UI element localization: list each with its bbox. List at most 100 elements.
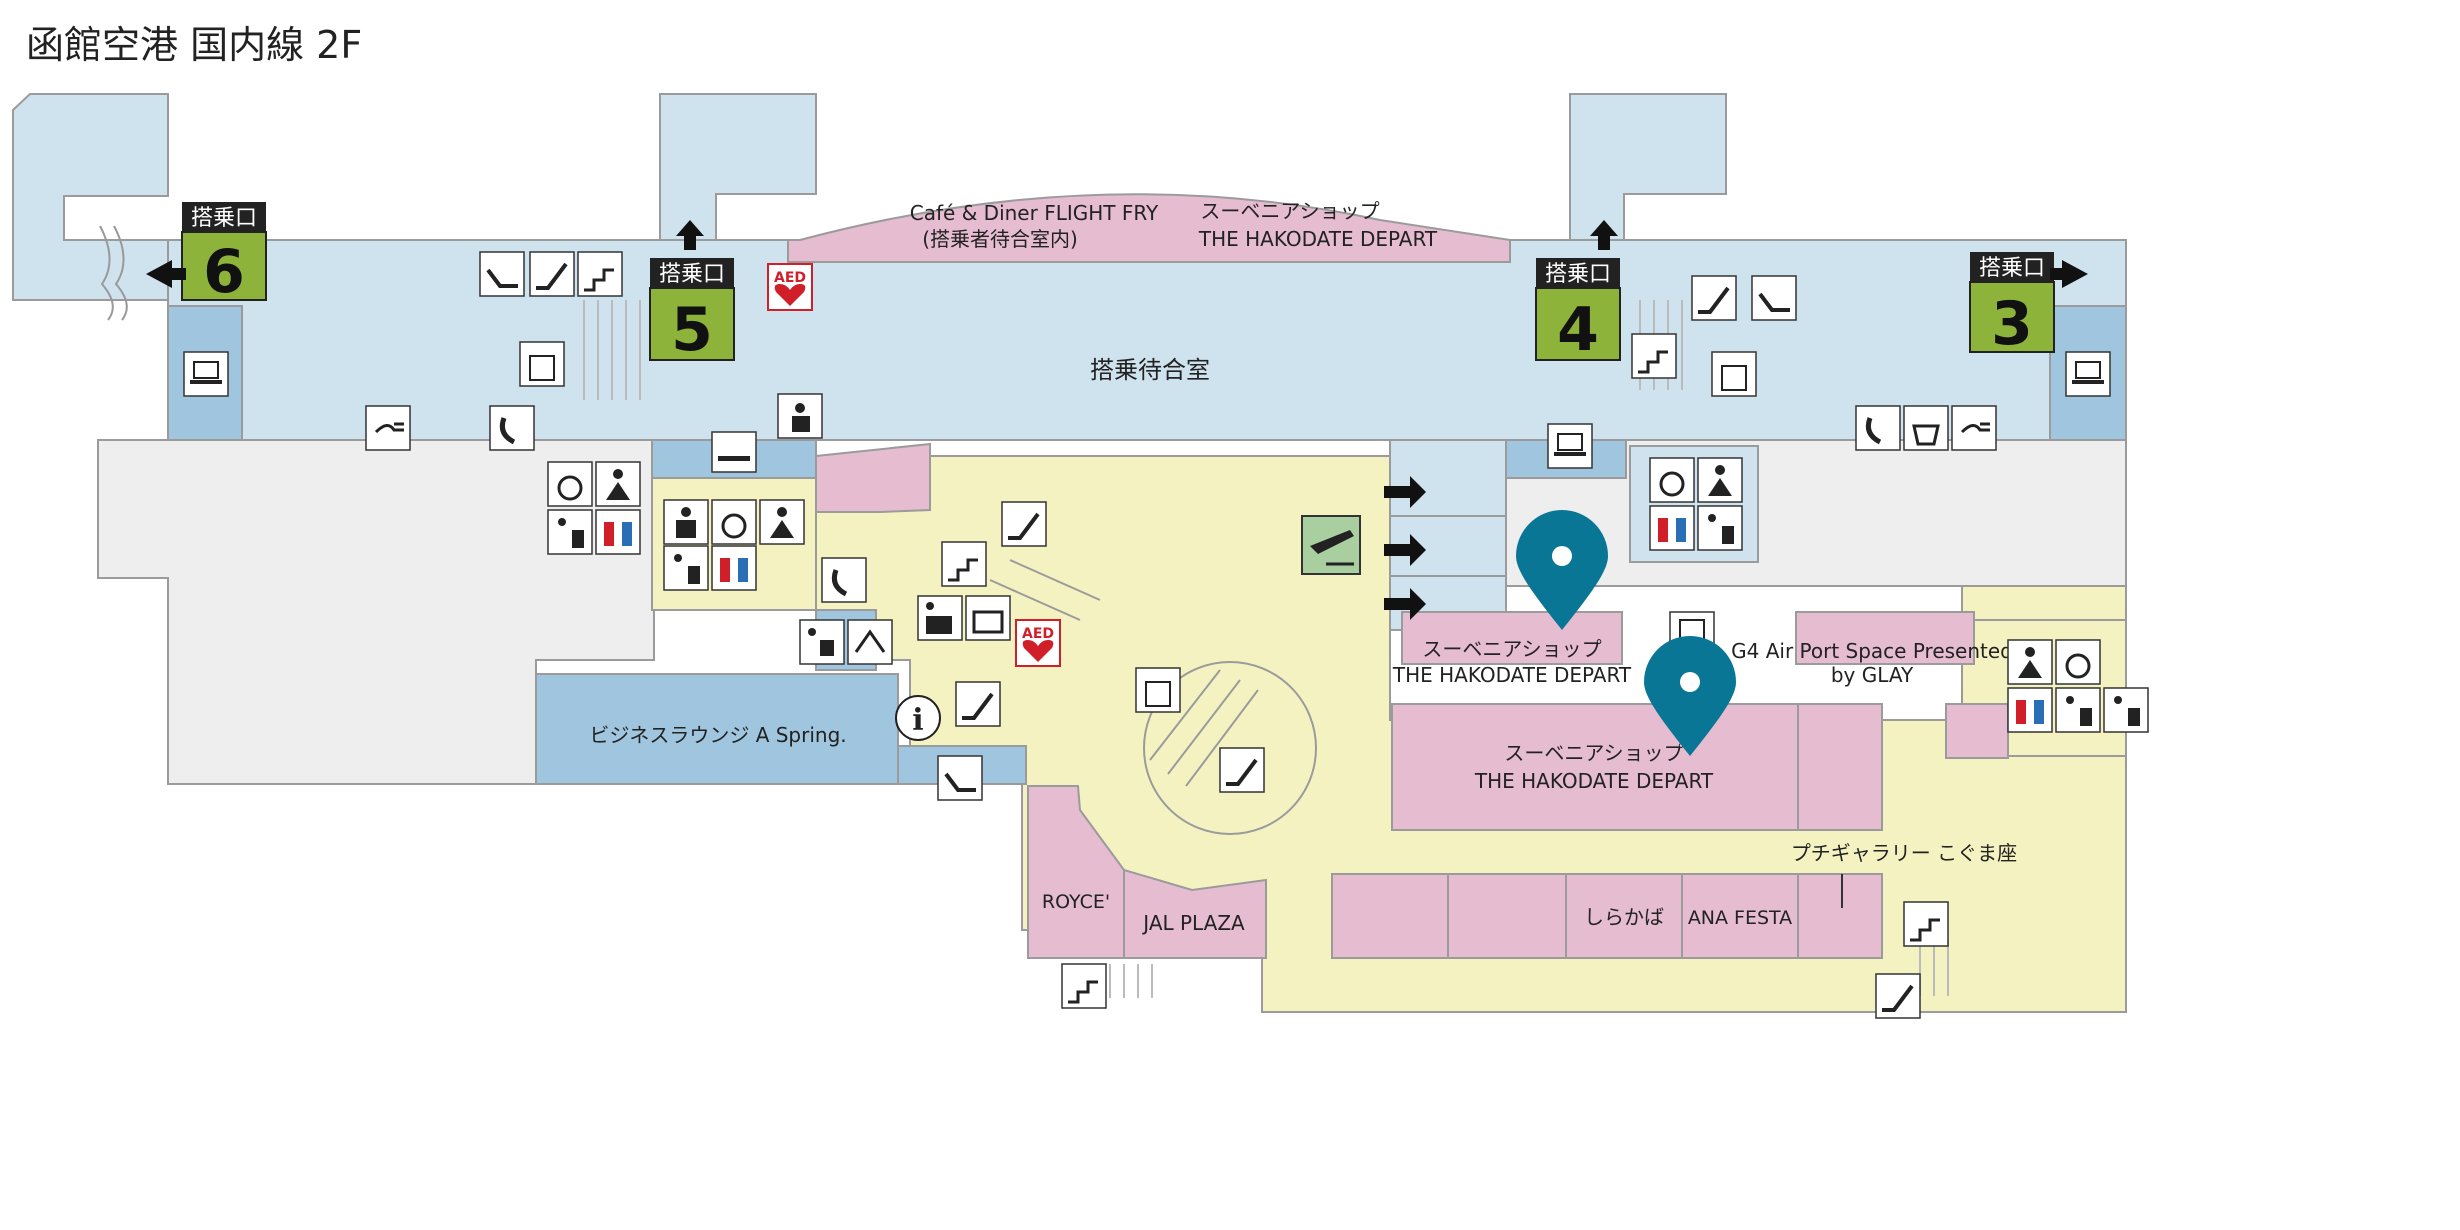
arrow-right-icon xyxy=(1384,534,1426,566)
elevator-icon xyxy=(1711,351,1757,397)
information-icon: i xyxy=(895,695,941,741)
stairs-icon xyxy=(1061,963,1107,1009)
business-lounge-label: ビジネスラウンジ A Spring. xyxy=(589,723,846,747)
water-fountain-icon xyxy=(1903,405,1949,451)
escalator-icon xyxy=(1875,973,1921,1019)
laptop-icon xyxy=(2065,351,2111,397)
cafe-label-sub: (搭乗者待合室内) xyxy=(922,227,1078,251)
baby-care-icon xyxy=(847,619,893,665)
cafe-label: Café & Diner FLIGHT FRY xyxy=(910,201,1159,225)
flight-info-icon xyxy=(1301,515,1361,575)
svg-text:AED: AED xyxy=(1022,626,1054,642)
elevator-icon xyxy=(1135,667,1181,713)
escalator-icon xyxy=(1219,747,1265,793)
massage-chair-icon xyxy=(937,755,983,801)
baby-care-icon xyxy=(595,461,641,507)
phone-icon xyxy=(489,405,535,451)
massage-chair-icon xyxy=(479,251,525,297)
souvenir-main-label-sub: THE HAKODATE DEPART xyxy=(1474,769,1714,793)
souvenir-mid-label: スーベニアショップ xyxy=(1422,637,1601,661)
escalator-icon xyxy=(529,251,575,297)
baby-care-icon xyxy=(799,619,845,665)
accessible-toilet-icon xyxy=(711,499,757,545)
aed-icon: AED xyxy=(767,263,813,311)
souvenir-top-label-sub: THE HAKODATE DEPART xyxy=(1198,227,1438,251)
baby-care-icon xyxy=(759,499,805,545)
power-outlet-icon xyxy=(1951,405,1997,451)
accessible-toilet-icon xyxy=(547,461,593,507)
family-toilet-icon xyxy=(2103,687,2149,733)
restroom-icon xyxy=(1649,505,1695,551)
laptop-icon xyxy=(1547,423,1593,469)
stairs-icon xyxy=(941,541,987,587)
gate-label: 搭乗口 xyxy=(1545,262,1611,287)
souvenir-main-label: スーベニアショップ xyxy=(1504,741,1683,765)
gate-4: 搭乗口 4 xyxy=(1535,220,1621,365)
massage-chair-icon xyxy=(1751,275,1797,321)
accessible-toilet-icon xyxy=(1649,457,1695,503)
escalator-icon xyxy=(1691,275,1737,321)
gate-number: 5 xyxy=(671,295,713,365)
baby-care-icon xyxy=(1697,457,1743,503)
baby-care-icon xyxy=(917,595,963,641)
escalator-icon xyxy=(1001,501,1047,547)
gate-6: 搭乗口 6 xyxy=(146,202,267,307)
souvenir-top-label: スーベニアショップ xyxy=(1200,199,1379,223)
jal-plaza-label: JAL PLAZA xyxy=(1141,911,1245,935)
restroom-icon xyxy=(595,509,641,555)
stairs-icon xyxy=(577,251,623,297)
souvenir-mid-label-sub: THE HAKODATE DEPART xyxy=(1392,663,1632,687)
arrow-right-icon xyxy=(1384,476,1426,508)
family-toilet-icon xyxy=(547,509,593,555)
security-arrows xyxy=(1384,476,1506,620)
arrow-left-icon xyxy=(146,260,186,288)
smoking-area-icon xyxy=(711,431,757,473)
landside-corridor xyxy=(97,439,2127,785)
aed-icon: AED xyxy=(1015,619,1061,667)
phone-icon xyxy=(1855,405,1901,451)
family-toilet-icon xyxy=(1697,505,1743,551)
nursing-room-icon xyxy=(663,499,709,545)
g4-label: G4 Air Port Space Presented xyxy=(1731,639,2013,663)
ana-festa-label: ANA FESTA xyxy=(1688,907,1792,929)
gate-5: 搭乗口 5 xyxy=(649,220,735,365)
icons: i xyxy=(183,251,2149,1019)
page-title: 函館空港 国内線 2F xyxy=(26,23,363,67)
restroom-icon xyxy=(711,545,757,591)
gate-label: 搭乗口 xyxy=(659,262,725,287)
restroom-icon xyxy=(2007,687,2053,733)
arrow-right-icon xyxy=(2050,260,2088,288)
family-toilet-icon xyxy=(2055,687,2101,733)
gate-label: 搭乗口 xyxy=(191,206,257,231)
family-toilet-icon xyxy=(663,545,709,591)
svg-text:i: i xyxy=(912,703,923,738)
map-pin-icon[interactable] xyxy=(1644,636,1736,756)
gate-number: 3 xyxy=(1991,289,2033,359)
map-pin-icon[interactable] xyxy=(1516,510,1608,630)
gate-label: 搭乗口 xyxy=(1979,256,2045,281)
g4-label-sub: by GLAY xyxy=(1831,663,1914,687)
royce-label: ROYCE' xyxy=(1042,891,1110,913)
arrow-up-icon xyxy=(676,220,704,250)
gate-number: 6 xyxy=(203,237,245,307)
laptop-icon xyxy=(183,351,229,397)
phone-icon xyxy=(821,557,867,603)
arrow-up-icon xyxy=(1590,220,1618,250)
shops xyxy=(787,193,2009,959)
stairs-icon xyxy=(1903,901,1949,947)
accessible-toilet-icon xyxy=(2055,639,2101,685)
escalator-icon xyxy=(955,681,1001,727)
stairs-icon xyxy=(1631,333,1677,379)
shirakaba-label: しらかば xyxy=(1584,905,1664,929)
waiting-room-label: 搭乗待合室 xyxy=(1090,356,1210,384)
gate-3: 搭乗口 3 xyxy=(1969,252,2088,359)
baby-care-icon xyxy=(2007,639,2053,685)
svg-text:AED: AED xyxy=(774,270,806,286)
baby-care-icon xyxy=(777,393,823,439)
elevator-icon xyxy=(519,341,565,387)
airside-area xyxy=(12,93,2127,441)
arrow-right-icon xyxy=(1384,588,1426,620)
power-outlet-icon xyxy=(365,405,411,451)
baby-care-icon xyxy=(965,595,1011,641)
